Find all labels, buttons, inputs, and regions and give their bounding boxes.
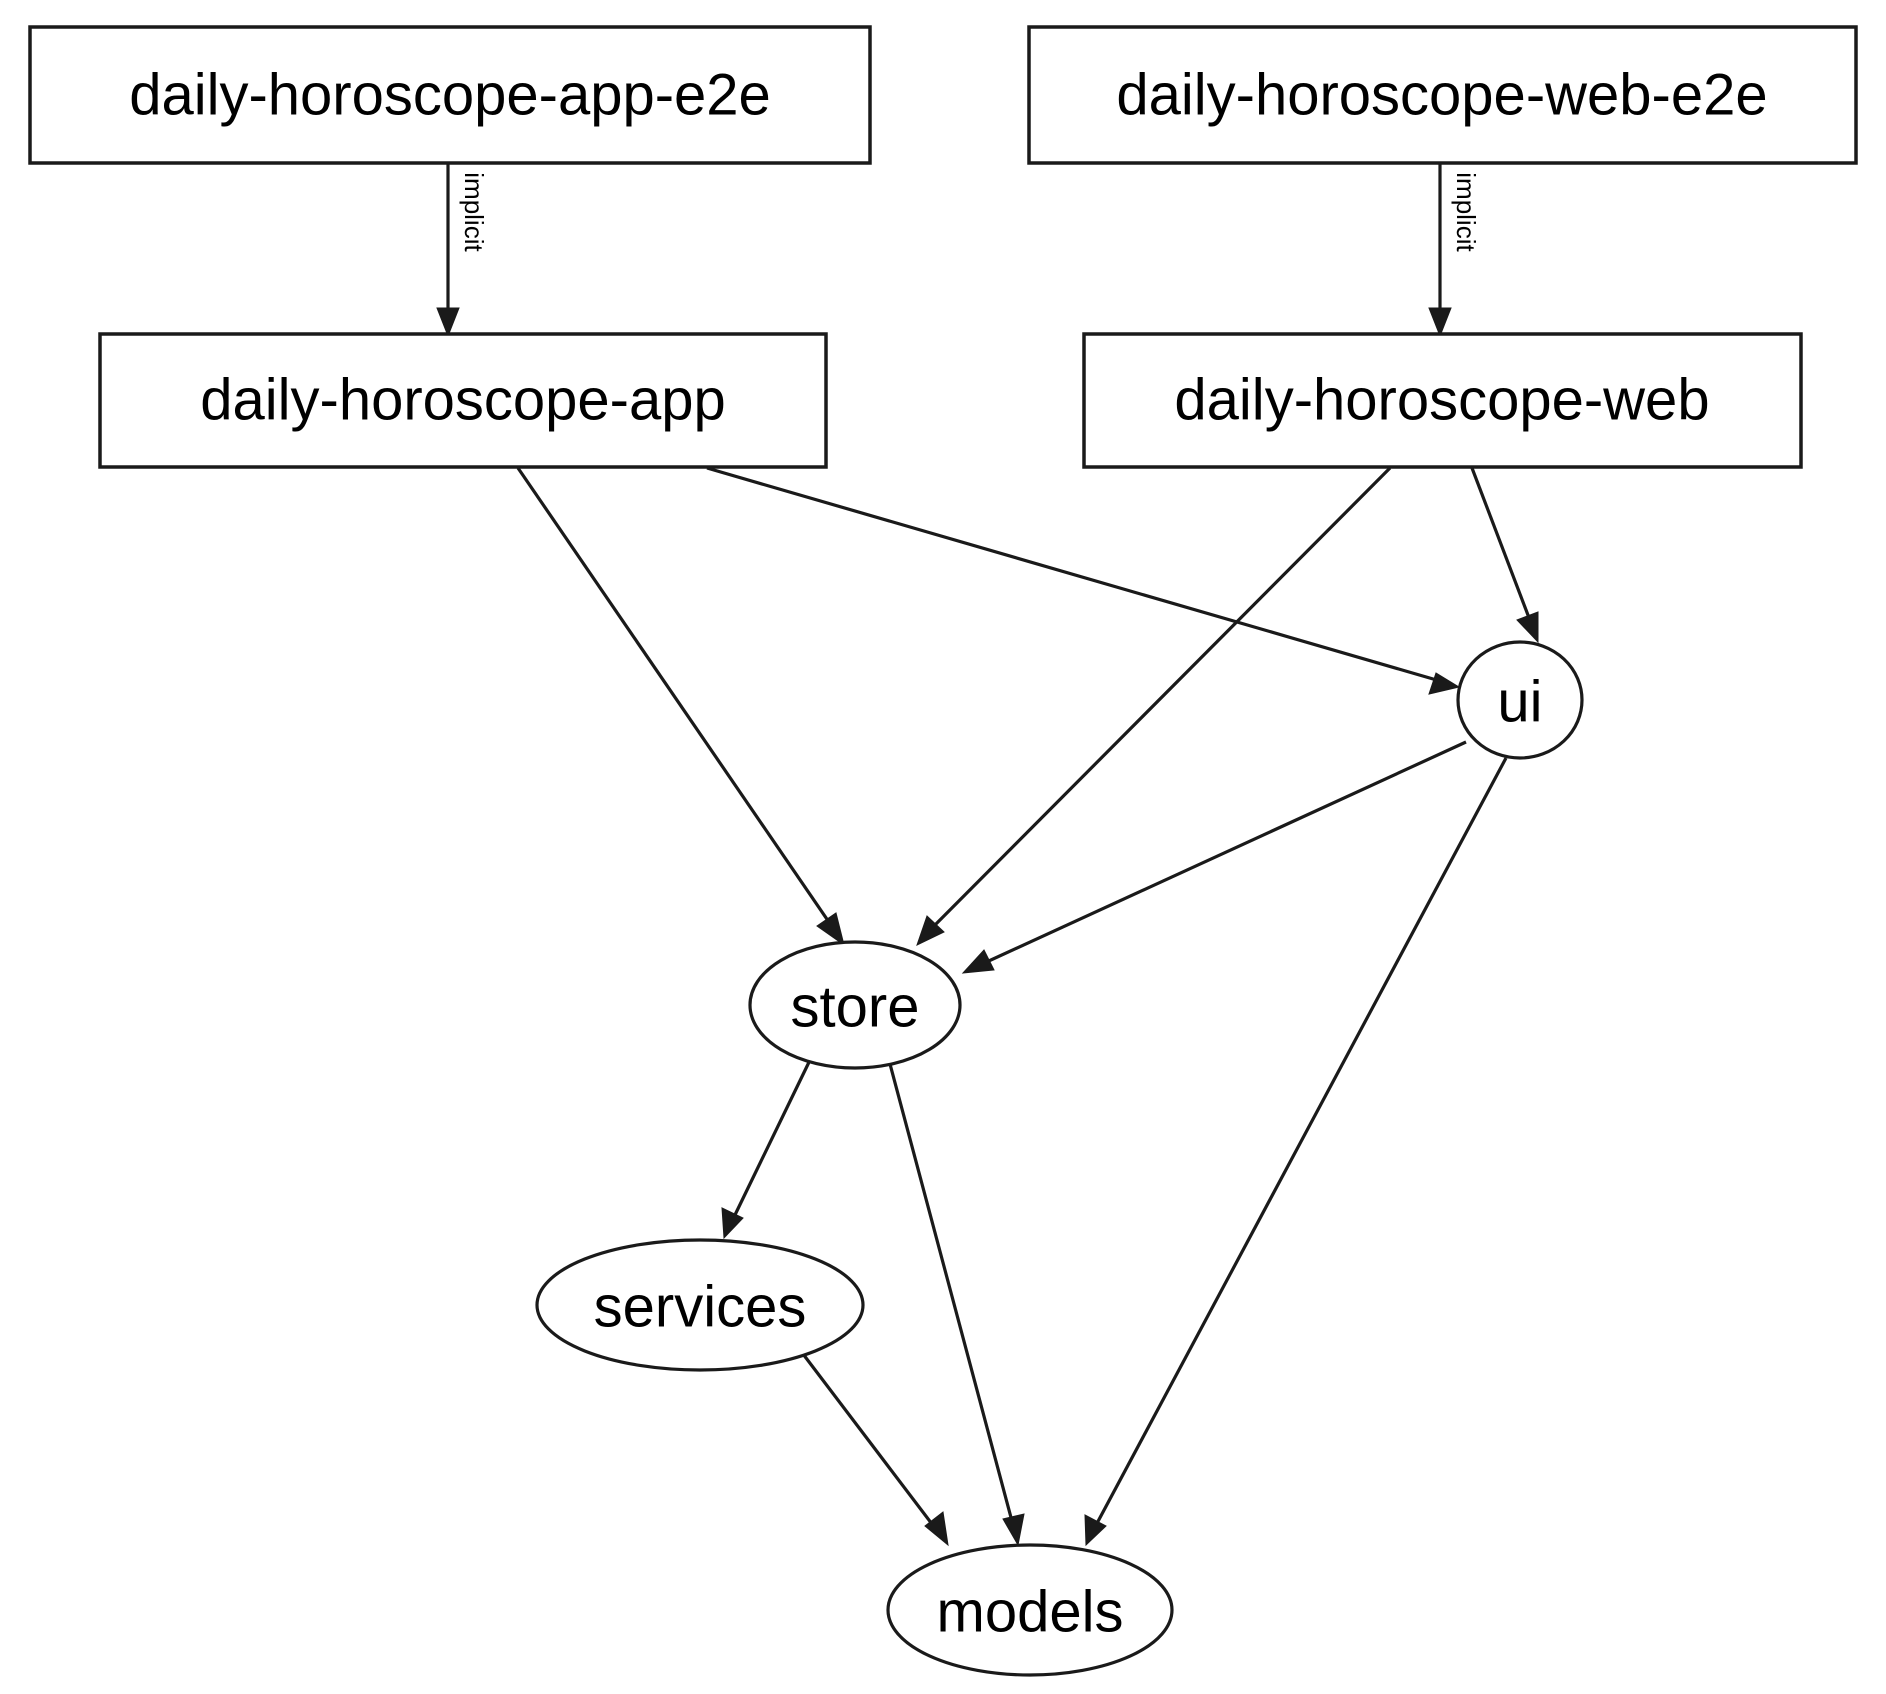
edge-web-to-ui	[1470, 467, 1539, 644]
arrowhead	[1084, 1514, 1107, 1547]
node-shape-ellipse[interactable]	[535, 1238, 865, 1372]
node-store[interactable]: store	[748, 940, 962, 1070]
node-daily-horoscope-web[interactable]: daily-horoscope-web	[1082, 332, 1803, 469]
edge-line	[516, 467, 835, 929]
edge-line	[979, 740, 1467, 967]
node-label-daily-horoscope-app: daily-horoscope-app	[200, 368, 726, 433]
arrowhead	[961, 949, 995, 974]
edge-web-to-store	[916, 466, 1392, 946]
edge-line	[706, 466, 1441, 683]
edge-app-to-ui	[706, 466, 1461, 695]
edge-line	[888, 1063, 1015, 1526]
arrowhead	[816, 912, 845, 947]
node-label-daily-horoscope-web: daily-horoscope-web	[1174, 368, 1709, 433]
edge-label-implicit-web: implicit	[1451, 172, 1481, 252]
edge-line	[798, 1349, 937, 1529]
edge-app-to-store	[516, 467, 845, 947]
node-daily-horoscope-app[interactable]: daily-horoscope-app	[98, 332, 828, 469]
node-label-daily-horoscope-app-e2e: daily-horoscope-app-e2e	[129, 63, 771, 128]
node-services[interactable]: services	[535, 1238, 865, 1372]
node-daily-horoscope-app-e2e[interactable]: daily-horoscope-app-e2e	[28, 25, 872, 165]
nodes-layer: daily-horoscope-app-e2e daily-horoscope-…	[28, 25, 1858, 1677]
edge-web-e2e-to-web: implicit	[1428, 164, 1481, 338]
node-shape-rect[interactable]	[98, 332, 828, 469]
node-label-store: store	[791, 975, 920, 1040]
node-label-ui: ui	[1497, 670, 1542, 735]
arrowhead	[1002, 1513, 1025, 1547]
edge-store-to-services	[721, 1057, 813, 1240]
arrowhead	[721, 1207, 744, 1240]
edge-line	[928, 466, 1392, 932]
node-shape-ellipse[interactable]	[748, 940, 962, 1070]
arrowhead	[1428, 307, 1452, 338]
edge-store-to-models	[888, 1063, 1025, 1547]
node-label-daily-horoscope-web-e2e: daily-horoscope-web-e2e	[1116, 63, 1767, 128]
node-shape-rect[interactable]	[1082, 332, 1803, 469]
edge-ui-to-models	[1084, 757, 1508, 1547]
arrowhead	[1428, 672, 1461, 695]
node-models[interactable]: models	[886, 1543, 1174, 1677]
edge-line	[731, 1057, 813, 1220]
edge-services-to-models	[798, 1349, 949, 1547]
edge-label-implicit-app: implicit	[459, 172, 489, 252]
node-daily-horoscope-web-e2e[interactable]: daily-horoscope-web-e2e	[1027, 25, 1858, 165]
edge-line	[1093, 757, 1508, 1528]
arrowhead	[1516, 611, 1539, 644]
node-label-services: services	[594, 1275, 807, 1340]
edge-line	[1470, 467, 1533, 624]
node-label-models: models	[937, 1580, 1124, 1645]
arrowhead	[436, 307, 460, 338]
edge-ui-to-store	[961, 740, 1467, 974]
node-ui[interactable]: ui	[1456, 640, 1584, 760]
node-shape-rect[interactable]	[28, 25, 872, 165]
arrowhead	[916, 915, 945, 946]
arrowhead	[924, 1511, 949, 1547]
node-shape-ellipse[interactable]	[1456, 640, 1584, 760]
edges-layer: implicit implicit	[436, 164, 1539, 1547]
node-shape-ellipse[interactable]	[886, 1543, 1174, 1677]
node-shape-rect[interactable]	[1027, 25, 1858, 165]
edge-app-e2e-to-app: implicit	[436, 164, 489, 338]
